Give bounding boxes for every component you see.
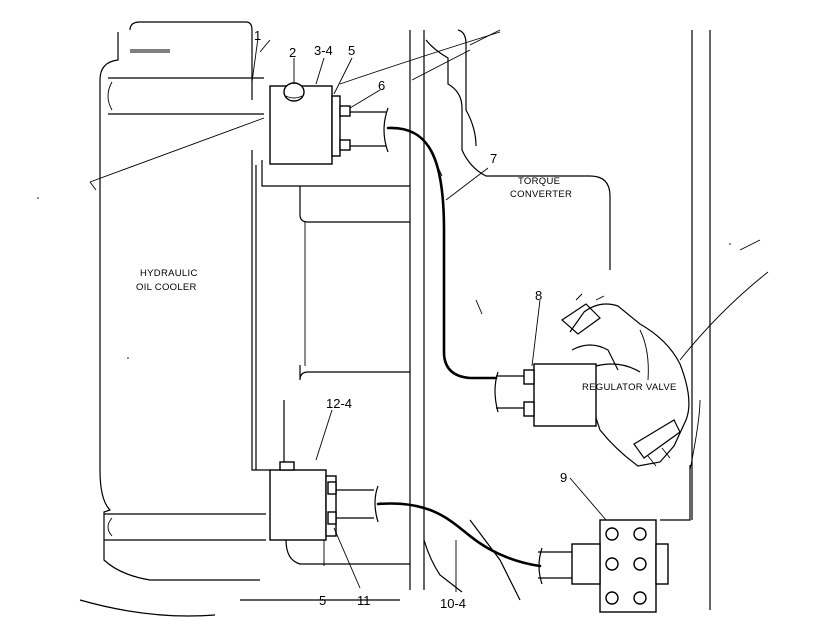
frame-rail [255,30,463,593]
callout-2: 2 [289,45,296,60]
callout-3-4: 3-4 [314,43,333,58]
hose-10-4 [376,502,542,568]
callout-9: 9 [560,470,567,485]
torque-converter-label-line1: TORQUE [518,176,560,187]
fan-arcs [89,31,769,471]
regulator-valve [494,293,690,467]
callout-12-4: 12-4 [326,396,352,411]
callout-5-top: 5 [348,43,355,58]
callout-6: 6 [378,78,385,93]
hose-assemblies [376,126,542,568]
component-labels: TORQUE CONVERTER HYDRAULIC OIL COOLER RE… [136,176,677,393]
leader-lines [251,37,607,592]
callout-8: 8 [535,288,542,303]
oil-cooler-label-line1: HYDRAULIC [140,268,198,279]
hydraulic-oil-cooler [79,21,400,617]
hose-7 [386,126,498,380]
top-manifold-block [269,82,389,165]
callout-7: 7 [490,151,497,166]
regulator-valve-label: REGULATOR VALVE [582,382,677,393]
callouts: 1 2 3-4 5 6 7 8 9 12-4 5 11 10-4 [254,28,567,611]
scan-specks [37,197,731,359]
callout-5-bottom: 5 [319,593,326,608]
bottom-manifold-block [269,400,379,541]
callout-11: 11 [357,593,371,608]
torque-converter-housing [411,29,761,610]
callout-10-4: 10-4 [440,596,466,611]
flange-block [538,519,669,613]
callout-1: 1 [254,28,261,43]
torque-converter-label-line2: CONVERTER [510,189,572,200]
oil-cooler-label-line2: OIL COOLER [136,282,197,293]
